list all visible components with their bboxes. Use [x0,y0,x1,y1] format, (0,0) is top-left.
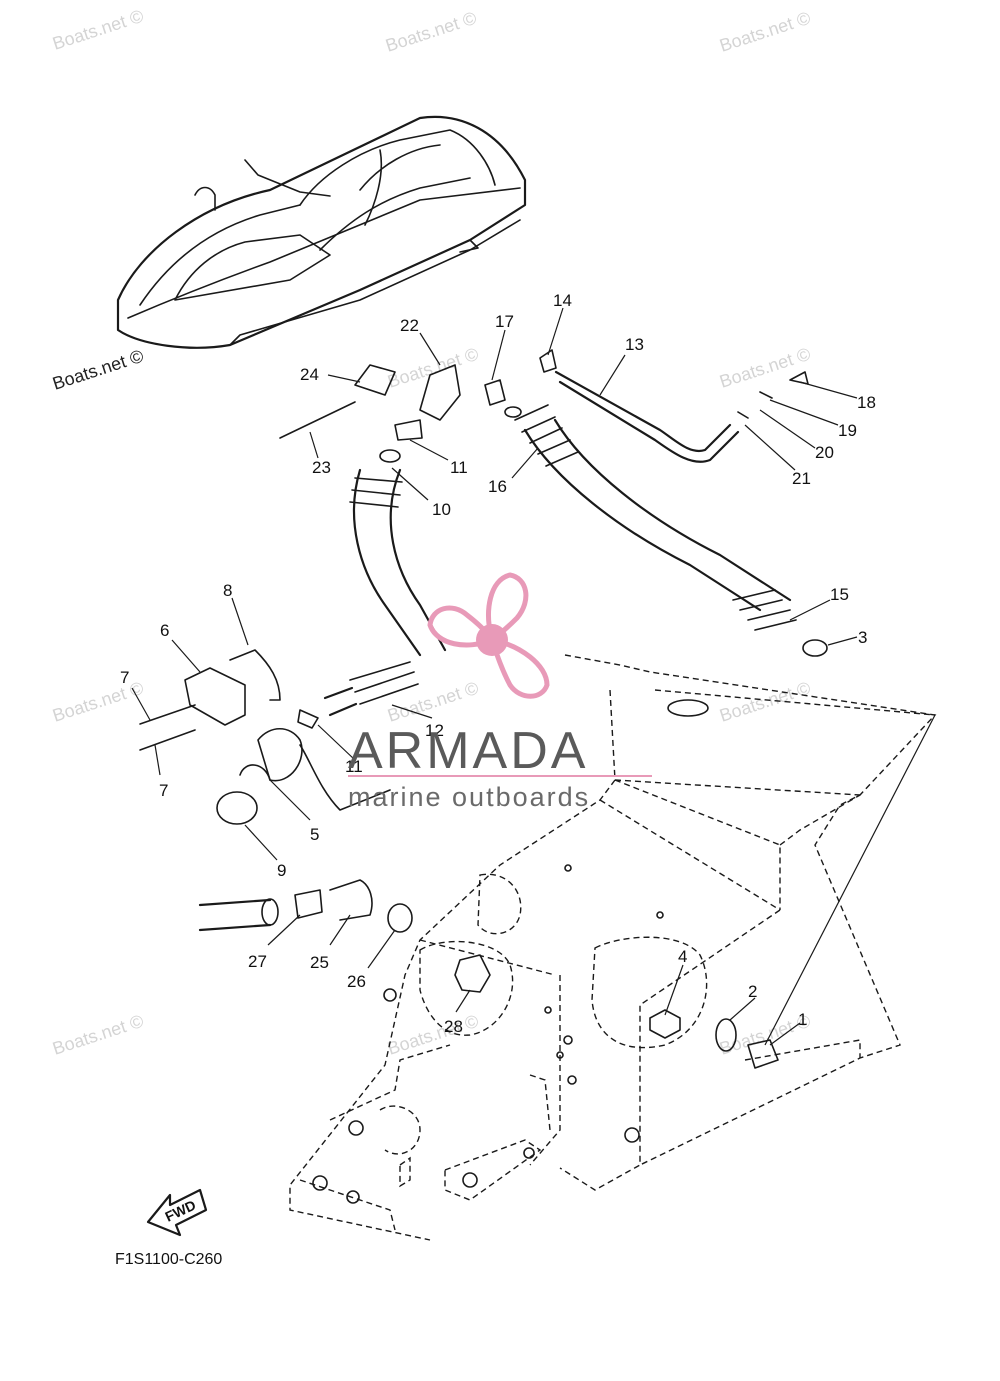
callout-12: 12 [425,721,444,740]
callout-25: 25 [310,953,329,972]
armada-logo: ARMADA marine outboards [348,572,652,812]
callout-10: 10 [432,500,451,519]
watermark: Boats.net © [50,6,146,54]
callout-13: 13 [625,335,644,354]
callout-28: 28 [444,1017,463,1036]
callout-1: 1 [798,1010,807,1029]
callout-27: 27 [248,952,267,971]
callout-15: 15 [830,585,849,604]
watermark: Boats.net © [50,678,146,726]
callout-7b: 7 [159,781,168,800]
callout-7a: 7 [120,668,129,687]
callout-4: 4 [678,947,687,966]
watermark: Boats.net © [385,678,481,726]
watermark: Boats.net © [717,344,813,392]
callout-11b: 11 [345,757,363,776]
logo-name: ARMADA [348,722,588,780]
callout-21: 21 [792,469,811,488]
logo-tagline: marine outboards [348,782,590,812]
callout-5: 5 [310,825,319,844]
watercraft-illustration [116,115,527,349]
watermark: Boats.net © [50,346,146,394]
diagram-code: F1S1100-C260 [115,1251,222,1268]
callout-19: 19 [838,421,857,440]
hull-bed-outline [289,654,937,1241]
callout-16: 16 [488,477,507,496]
callout-23: 23 [312,458,331,477]
fwd-label: FWD [163,1197,199,1225]
callout-8: 8 [223,581,232,600]
watermark: Boats.net © [717,8,813,56]
callout-9: 9 [277,861,286,880]
hose-13 [554,370,740,463]
callout-22: 22 [400,316,419,335]
callout-24: 24 [300,365,319,384]
callout-17: 17 [495,312,514,331]
propeller-icon [427,572,550,699]
pump-assembly [139,649,391,825]
hose-16-15 [504,404,797,631]
watermark: Boats.net © [717,678,813,726]
callout-numbers: 1 2 3 4 5 6 7 7 8 9 10 11 11 12 13 14 15… [120,291,876,1036]
callout-26: 26 [347,972,366,991]
callout-3: 3 [858,628,867,647]
watermark: Boats.net © [383,8,479,56]
hose-10-12 [323,449,447,717]
drain-fittings [198,879,413,933]
watermark: Boats.net © [385,344,481,392]
watermark: Boats.net © [50,1011,146,1059]
callout-18: 18 [857,393,876,412]
right-fittings [454,371,828,1069]
watermarks: Boats.net © Boats.net © Boats.net © Boat… [50,6,813,1059]
leader-lines [131,307,936,1046]
fwd-arrow: FWD [146,1188,208,1237]
upper-fittings [279,349,557,441]
callout-2: 2 [748,982,757,1001]
callout-6: 6 [160,621,169,640]
callout-11a: 11 [450,458,468,477]
callout-14: 14 [553,291,572,310]
callout-20: 20 [815,443,834,462]
